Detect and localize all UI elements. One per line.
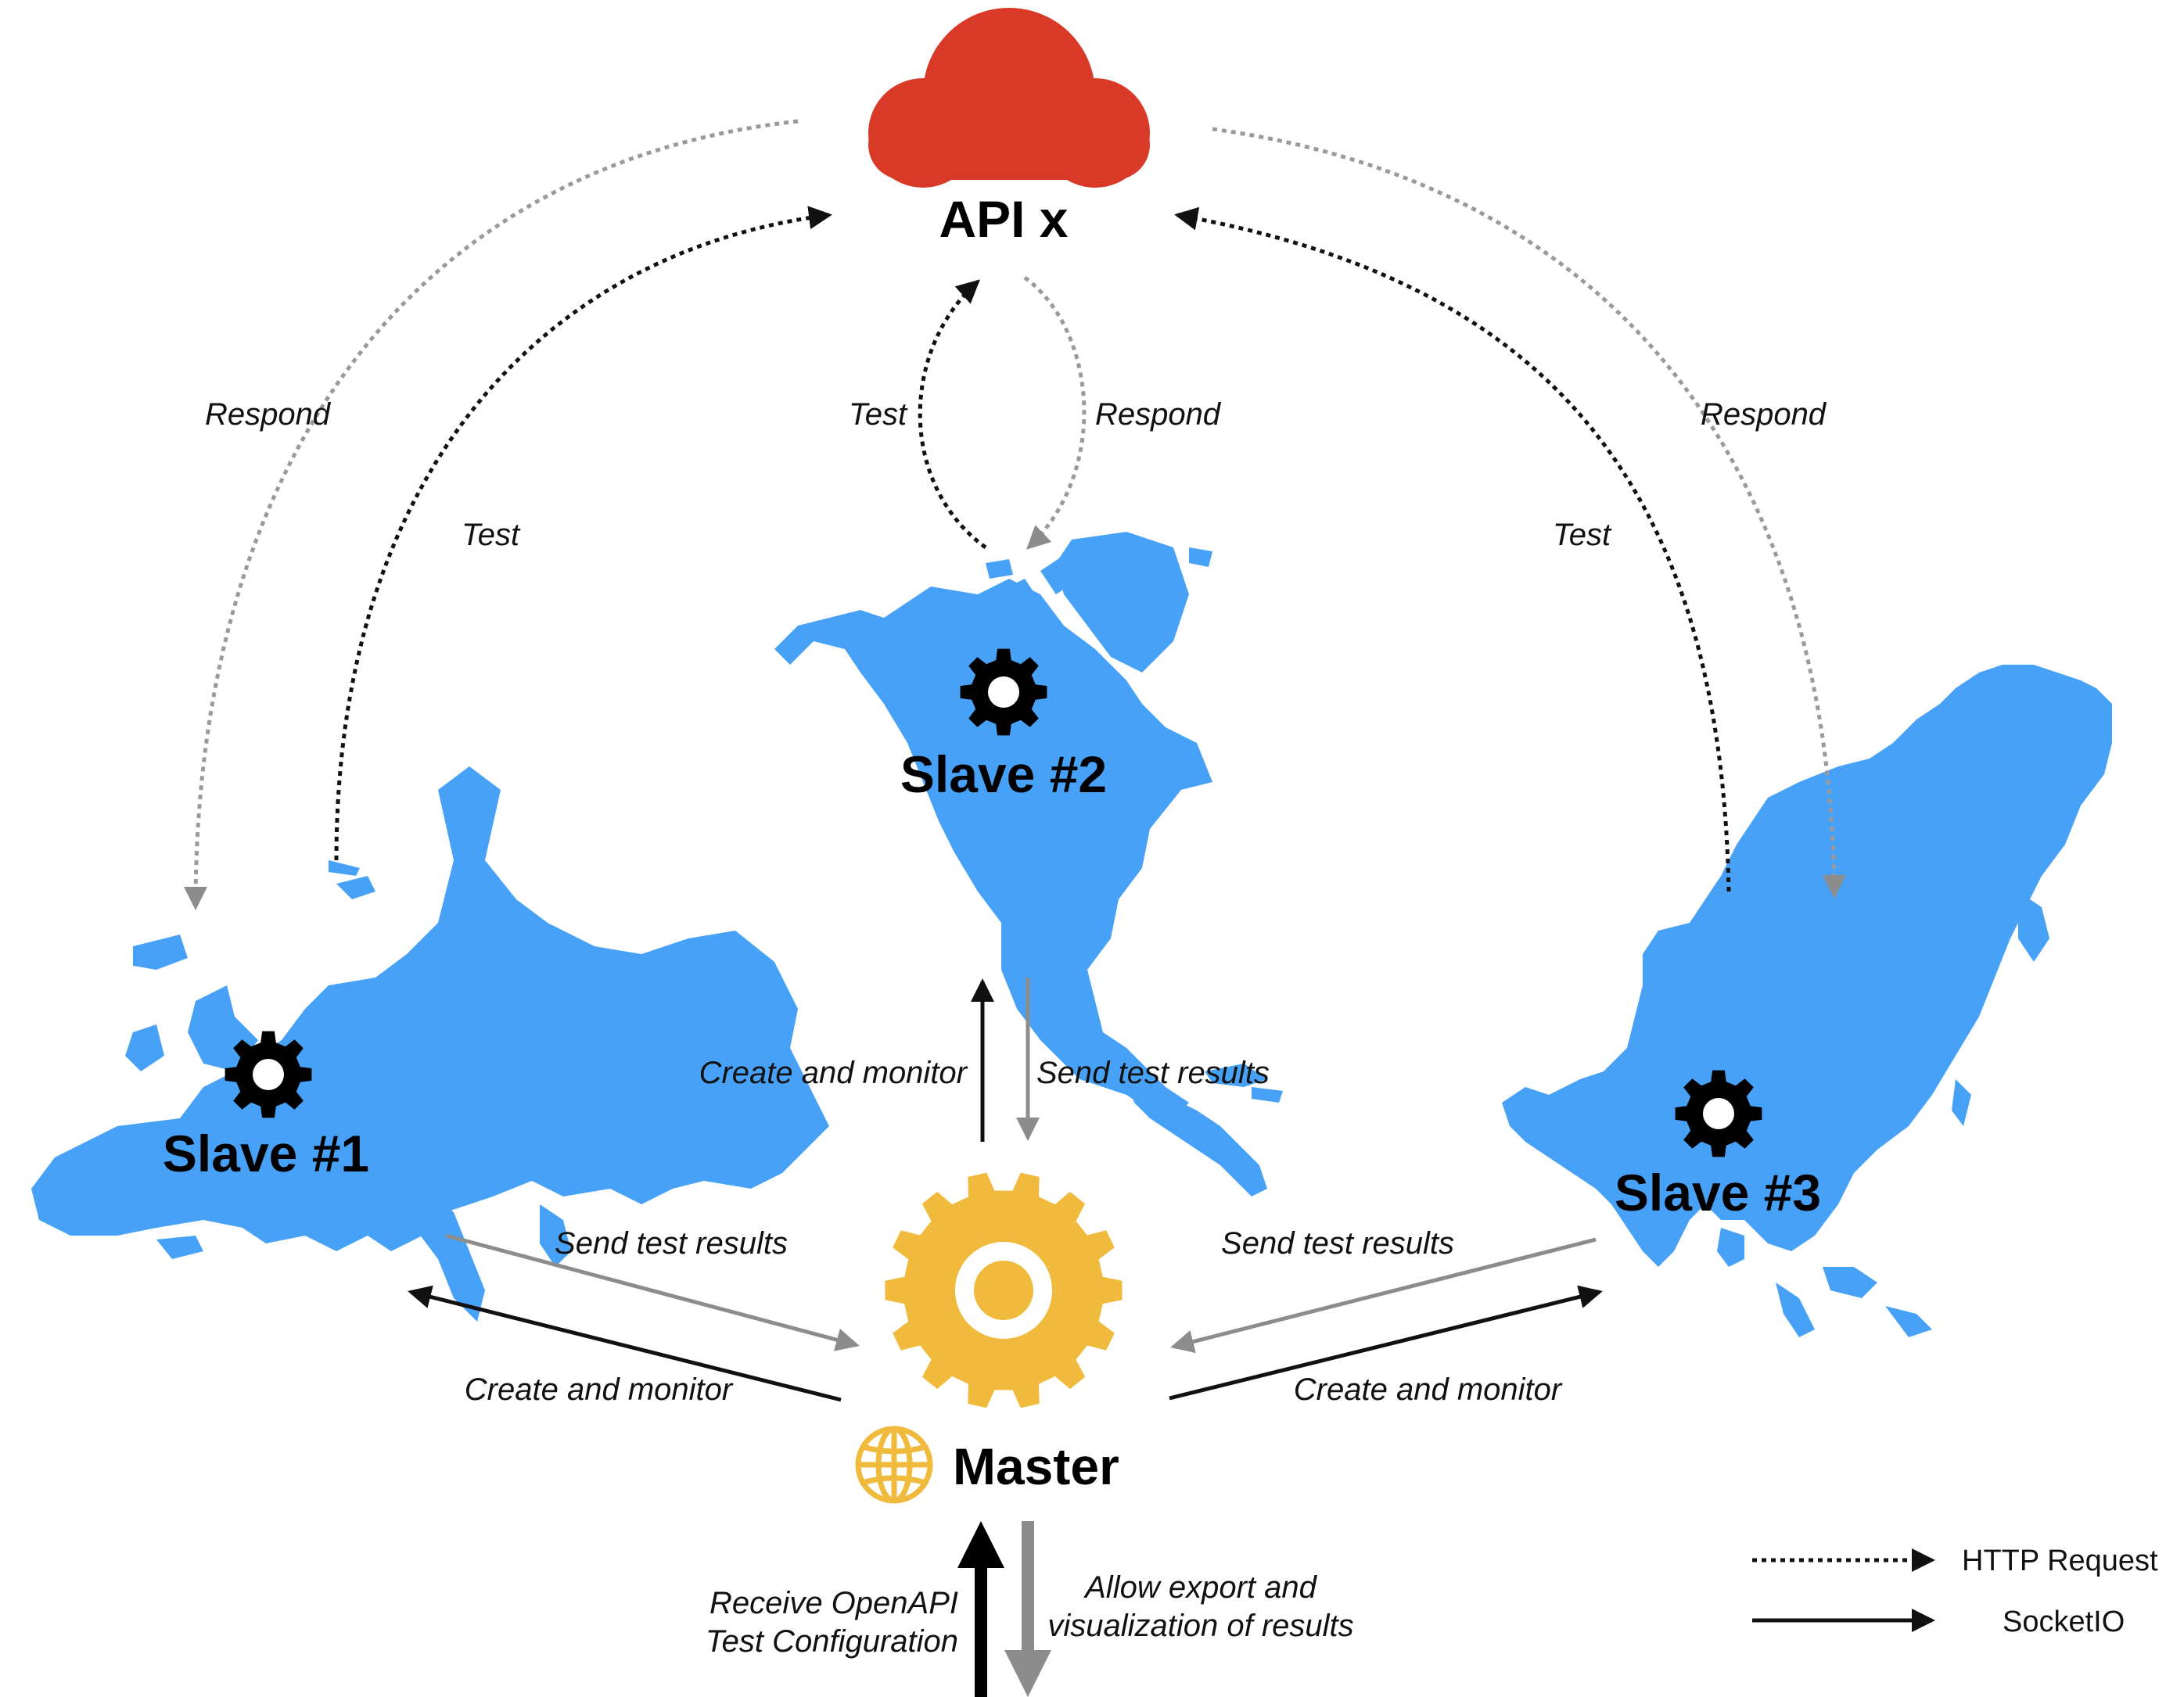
slave3-gear-icon [1675,1070,1762,1157]
master-gear-core [974,1261,1033,1320]
socketio-arrows [408,978,1603,1697]
slave1-gear-icon [225,1031,312,1118]
master-to-slave3-arrow [1169,1285,1603,1401]
api-title: API x [939,190,1068,248]
slave2-title: Slave #2 [900,745,1107,803]
label-output-line1: Allow export and [1083,1570,1317,1605]
legend: HTTP Request SocketIO [1752,1545,2158,1638]
label-input-line2: Test Configuration [706,1624,958,1659]
slave1-title: Slave #1 [163,1125,369,1182]
globe-icon [855,1426,933,1504]
europe-map [31,766,829,1322]
label-slave3-respond: Respond [1701,397,1827,432]
slave3-to-master-arrow [1170,1237,1597,1354]
output-arrow [1004,1521,1051,1697]
label-slave2-master-results: Send test results [1036,1056,1270,1090]
slave3-test-arrow [1174,206,1731,892]
label-master-slave3-create: Create and monitor [1294,1372,1563,1407]
label-master-slave2-create: Create and monitor [699,1056,968,1090]
label-slave1-respond: Respond [205,397,332,432]
slave1-test-arrow [334,206,832,861]
master-to-slave1-arrow [408,1285,842,1402]
legend-socket-label: SocketIO [2003,1606,2125,1638]
label-input-line1: Receive OpenAPI [709,1586,958,1620]
master-title: Master [953,1437,1119,1495]
slave3-respond-arrow [1212,127,1846,899]
slave-gears [225,648,1762,1157]
slave2-respond-arrow [1023,275,1087,550]
slave2-gear-icon [960,648,1047,736]
master-gear-icon [885,1172,1123,1408]
http-request-arrows [184,119,1846,910]
legend-http-label: HTTP Request [1962,1545,2158,1577]
slave1-to-master-arrow [445,1233,860,1351]
label-slave2-respond: Respond [1095,397,1222,432]
slave3-title: Slave #3 [1615,1164,1821,1222]
label-master-slave1-create: Create and monitor [465,1372,734,1407]
asia-map [1502,665,2112,1337]
input-arrow [957,1521,1004,1697]
cloud-icon [868,8,1150,188]
label-slave2-test: Test [849,397,908,432]
label-slave1-master-results: Send test results [555,1226,788,1261]
slave1-respond-arrow [184,119,799,910]
label-slave1-test: Test [462,518,521,552]
label-output-line2: visualization of results [1047,1609,1353,1643]
slave2-test-arrow [918,279,987,550]
north-america-map [774,532,1283,1197]
label-slave3-test: Test [1553,518,1612,552]
label-slave3-master-results: Send test results [1221,1226,1454,1261]
